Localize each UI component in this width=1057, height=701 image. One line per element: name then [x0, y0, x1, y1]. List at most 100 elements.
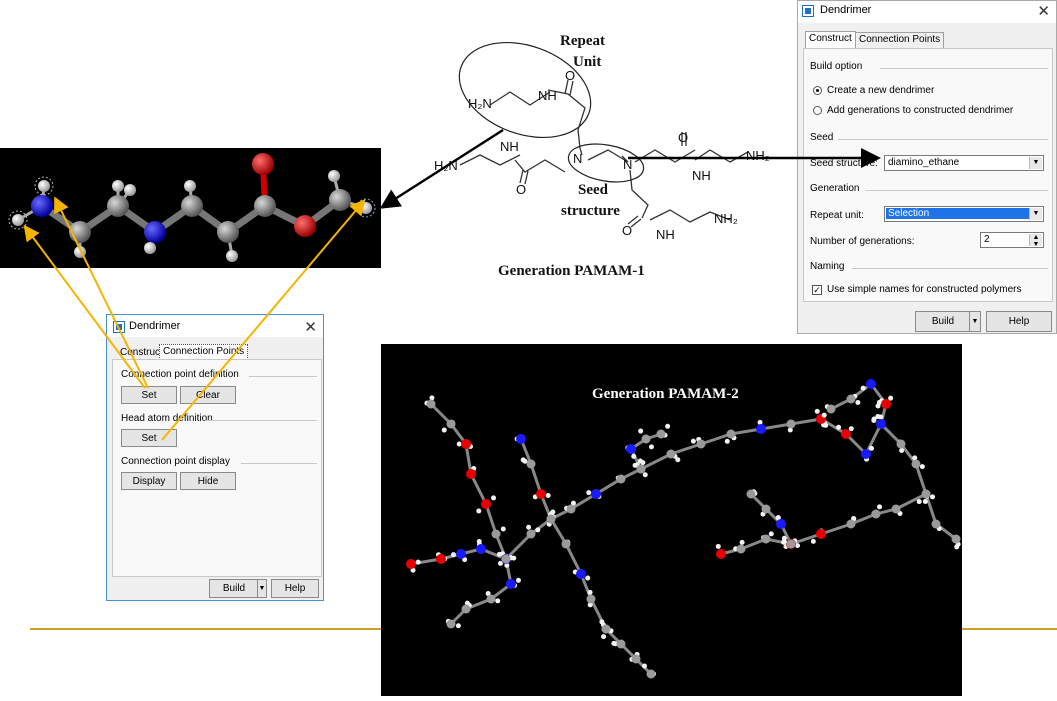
section-seed: Seed	[810, 132, 834, 143]
tab-construct[interactable]: Construct	[805, 31, 856, 49]
struct-h2n-top: H₂N	[468, 96, 492, 111]
help-button[interactable]: Help	[986, 311, 1052, 332]
caption-generation-2: Generation PAMAM-2	[592, 386, 739, 402]
atom-c	[641, 434, 651, 444]
divider	[866, 190, 1048, 191]
atom-h	[876, 399, 882, 405]
atom-c	[656, 429, 666, 439]
atom-o	[466, 469, 476, 479]
atom-h	[868, 445, 874, 451]
atom-h	[570, 500, 576, 506]
atom-h	[648, 444, 654, 450]
atom-n	[861, 449, 871, 459]
atom-h	[877, 504, 883, 510]
atom-h	[665, 423, 671, 429]
seed-label-2: structure	[561, 203, 620, 219]
atom-h	[441, 427, 447, 433]
repeat-unit-ellipse	[458, 41, 592, 139]
help-button[interactable]: Help	[271, 579, 319, 598]
atom-h	[641, 663, 647, 669]
atom-c	[526, 459, 536, 469]
tab-connection-points[interactable]: Connection Points	[159, 344, 249, 360]
dialog-title: Dendrimer	[820, 4, 872, 16]
close-icon[interactable]: ✕	[1037, 3, 1050, 20]
chevron-down-icon[interactable]: ▼	[1029, 208, 1042, 220]
atom-o	[294, 215, 316, 237]
atom-h	[410, 567, 416, 573]
atom-c	[826, 404, 836, 414]
atom-c	[631, 654, 641, 664]
repeat-unit-label: Repeat unit:	[810, 210, 864, 221]
simple-names-checkbox[interactable]: ✓	[812, 285, 822, 295]
atom-h	[860, 385, 866, 391]
atom-h	[642, 472, 648, 478]
section-head-atom: Head atom definition	[121, 413, 213, 424]
atom-h	[586, 490, 592, 496]
atom-n	[31, 195, 53, 217]
title-bar: Dendrimer ✕	[798, 1, 1056, 23]
atom-c	[636, 464, 646, 474]
atom-n	[456, 549, 466, 559]
atom-h	[601, 634, 607, 640]
atom-h	[855, 399, 861, 405]
atom-h	[495, 598, 501, 604]
atom-h	[585, 575, 591, 581]
divider	[241, 463, 317, 464]
atom-c	[501, 554, 511, 564]
repeat-unit-value: Selection	[886, 208, 1029, 219]
atom-o	[252, 153, 274, 175]
display-button[interactable]: Display	[121, 472, 177, 490]
atom-o	[436, 554, 446, 564]
atom-h	[496, 551, 502, 557]
radio-create-new[interactable]	[813, 86, 822, 95]
build-dropdown-button[interactable]: ▼	[257, 579, 267, 598]
atom-h	[912, 455, 918, 461]
radio-add-generations[interactable]	[813, 106, 822, 115]
struct-nh2-bottom: NH₂	[714, 211, 738, 226]
close-icon[interactable]: ✕	[304, 319, 317, 336]
atom-h	[875, 413, 881, 419]
build-button[interactable]: Build	[209, 579, 259, 598]
atom-n	[776, 519, 786, 529]
atom-h	[781, 535, 787, 541]
atom-c	[911, 459, 921, 469]
atom-n	[576, 569, 586, 579]
build-button[interactable]: Build	[915, 311, 971, 332]
atom-c	[736, 544, 746, 554]
repeat-unit-select[interactable]: Selection ▼	[884, 206, 1044, 222]
atom-n	[866, 379, 876, 389]
atom-o	[406, 559, 416, 569]
num-generations-spinner[interactable]: 2 ▲▼	[980, 232, 1044, 248]
struct-nh-top: NH	[538, 88, 557, 103]
struct-o-top: O	[565, 68, 575, 83]
chevron-down-icon[interactable]: ▼	[1029, 157, 1042, 169]
atom-c	[921, 489, 931, 499]
atom-h	[916, 499, 922, 505]
spinner-arrows-icon[interactable]: ▲▼	[1029, 234, 1042, 248]
repeat-unit-molecule-view	[0, 148, 381, 268]
struct-o-right: O	[678, 130, 688, 145]
pamam2-molecule-render	[406, 379, 961, 679]
atom-c	[896, 439, 906, 449]
clear-button[interactable]: Clear	[180, 386, 236, 404]
atom-o	[536, 489, 546, 499]
set-connection-point-button[interactable]: Set	[121, 386, 177, 404]
caption-generation-1: Generation PAMAM-1	[498, 263, 645, 279]
atom-c	[446, 419, 456, 429]
atom-c	[871, 509, 881, 519]
build-dropdown-button[interactable]: ▼	[969, 311, 981, 332]
dendrimer-dialog-main: Dendrimer ✕ Construct Connection Points …	[797, 0, 1057, 334]
atom-h	[690, 438, 696, 444]
atom-c	[786, 539, 796, 549]
seed-structure-value: diamino_ethane	[888, 157, 960, 168]
tab-connection-points[interactable]: Connection Points	[855, 32, 945, 49]
atom-c	[526, 529, 536, 539]
atom-h	[587, 589, 593, 595]
atom-n	[506, 579, 516, 589]
set-head-atom-button[interactable]: Set	[121, 429, 177, 447]
atom-h	[491, 495, 497, 501]
atom-c	[951, 534, 961, 544]
seed-structure-select[interactable]: diamino_ethane ▼	[884, 155, 1044, 171]
section-naming: Naming	[810, 261, 845, 272]
hide-button[interactable]: Hide	[180, 472, 236, 490]
